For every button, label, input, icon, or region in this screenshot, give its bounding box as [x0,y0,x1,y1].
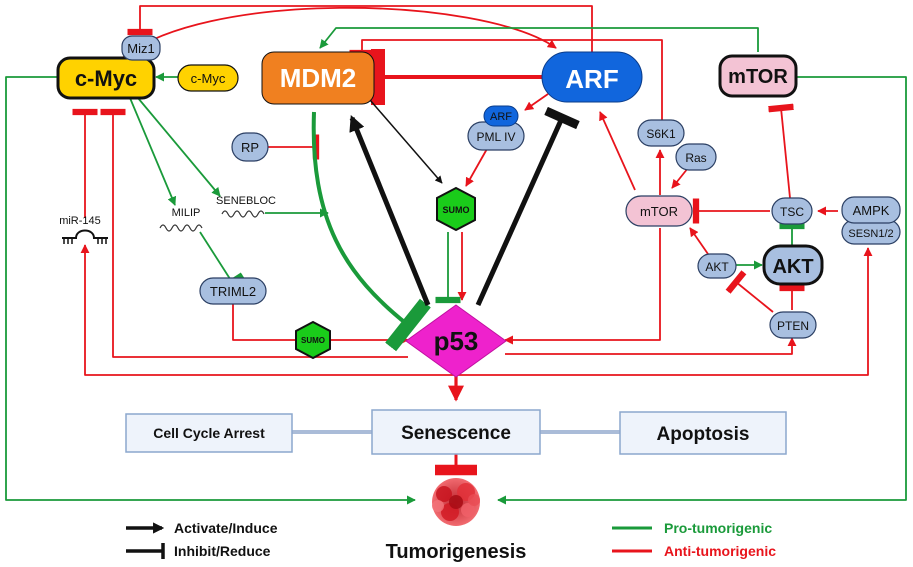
apoptosis-box: Apoptosis [619,411,787,455]
edge-akt-to-mtor [689,227,709,255]
akt-big-label: AKT [772,256,813,278]
edge-p53-to-mir145 [80,244,456,376]
mir145-node: miR-145 [59,215,108,244]
akt-big-node: AKT [762,244,824,286]
s6k1-node: S6K1 [637,119,685,147]
edge-cmyc-to-milip [129,97,177,206]
senescence-box: Senescence [371,409,541,455]
mtor-small-label: mTOR [640,204,678,219]
sesn-label: SESN1/2 [848,228,893,240]
edge-mdm2-inhibits-p53 [311,111,431,352]
cmyc-label: c-Myc [75,66,137,91]
senescence-label: Senescence [401,423,511,444]
edge-cmyc-to-senebloc [137,97,221,197]
cmyc-node: c-Myc [56,56,156,100]
arf-small-label: ARF [490,111,512,123]
mtor-big-label: mTOR [728,66,788,88]
mir145-ticks-icon [63,238,107,244]
edge-milip-inhibits-triml2 [199,231,245,292]
tsc-label: TSC [780,205,804,219]
sumo-top-node: SUMO [436,186,476,232]
p53-node: p53 [405,304,507,378]
sumo-bottom-label: SUMO [301,336,325,345]
cmyc-small-node: c-Myc [177,64,239,92]
legend-pro-label: Pro-tumorigenic [664,520,772,536]
edge-p53-to-pten [505,337,797,355]
s6k1-label: S6K1 [646,127,676,141]
edge-ras-to-mtor [671,167,689,189]
legend-anti-tumorigenic: Anti-tumorigenic [612,543,776,559]
sumo-top-label: SUMO [443,205,470,215]
arf-pml-complex: PML IV ARF [467,105,525,151]
rp-node: RP [231,132,269,162]
triml2-node: TRIML2 [199,277,267,305]
mir145-hairpin-icon [62,229,108,239]
ras-label: Ras [685,151,706,165]
pml-iv-label: PML IV [477,130,516,144]
miz1-node: Miz1 [121,35,161,61]
mdm2-label: MDM2 [280,63,357,93]
legend-pro-tumorigenic: Pro-tumorigenic [612,520,772,536]
edge-cmyc-activates-arf [119,6,557,61]
edge-mtor-to-arf [599,111,636,191]
akt-small-node: AKT [697,253,737,279]
edge-mtor-to-tumorigenesis [497,76,907,505]
edge-cmyc-to-tumorigenesis [5,76,416,505]
pten-label: PTEN [777,319,809,333]
arf-node: ARF [541,51,643,103]
pten-node: PTEN [769,311,817,339]
edge-tsc-inhibits-mtor-big [768,103,794,199]
sumo-bottom-node: SUMO [295,320,331,360]
milip-rna-squiggle-icon [159,224,203,232]
senebloc-rna-squiggle-icon [221,210,265,218]
triml2-label: TRIML2 [210,284,256,299]
cell-cycle-arrest-box: Cell Cycle Arrest [125,413,293,453]
p53-label: p53 [434,326,479,356]
apoptosis-label: Apoptosis [657,424,750,445]
legend: Activate/Induce Inhibit/Reduce Pro-tumor… [126,520,776,559]
edge-p53-activates-mdm2 [349,115,431,306]
edge-p53-inhibits-arf [475,106,580,307]
milip-node: MILIP [159,207,203,232]
edge-s6k1-inhibits-mdm2 [349,39,663,120]
legend-inhibit-label: Inhibit/Reduce [174,543,271,559]
edge-triml2-to-p53 [232,300,409,345]
milip-label: MILIP [172,207,201,219]
nodes: c-Myc Miz1 c-Myc MDM2 ARF mTOR P [56,35,901,378]
ras-node: Ras [675,143,717,171]
mtor-small-node: mTOR [625,195,693,227]
arf-label: ARF [565,64,618,94]
mtor-big-node: mTOR [718,54,798,98]
cell-cycle-arrest-label: Cell Cycle Arrest [153,425,265,441]
ampk-sesn-complex: SESN1/2 AMPK [841,196,901,245]
cmyc-small-label: c-Myc [191,71,226,86]
edge-mtor-to-p53 [504,228,661,345]
mir145-label: miR-145 [59,215,101,227]
senebloc-node: SENEBLOC [216,195,276,218]
ampk-label: AMPK [853,203,890,218]
edge-arf-inhibits-miz1 [127,5,593,55]
legend-anti-label: Anti-tumorigenic [664,543,776,559]
legend-inhibit: Inhibit/Reduce [126,543,271,559]
tumor-mass-icon [432,478,480,526]
mdm2-node: MDM2 [261,51,375,105]
senebloc-label: SENEBLOC [216,195,276,207]
miz1-label: Miz1 [127,41,154,56]
outcomes: Cell Cycle Arrest Senescence Apoptosis T… [125,409,787,563]
edge-p53-to-sesn [456,247,873,376]
edge-arf-to-arf-pml [524,93,549,111]
edge-mtor-activates-mdm2 [319,27,759,52]
edge-mdm2-to-sumo [369,99,443,184]
tumorigenesis-label: Tumorigenesis [386,541,527,563]
rp-label: RP [241,140,259,155]
akt-small-label: AKT [705,260,729,274]
edges [5,5,907,505]
edge-pten-inhibits-akt-small [725,270,774,313]
tsc-node: TSC [771,197,813,225]
legend-activate: Activate/Induce [126,520,278,536]
legend-activate-label: Activate/Induce [174,520,278,536]
